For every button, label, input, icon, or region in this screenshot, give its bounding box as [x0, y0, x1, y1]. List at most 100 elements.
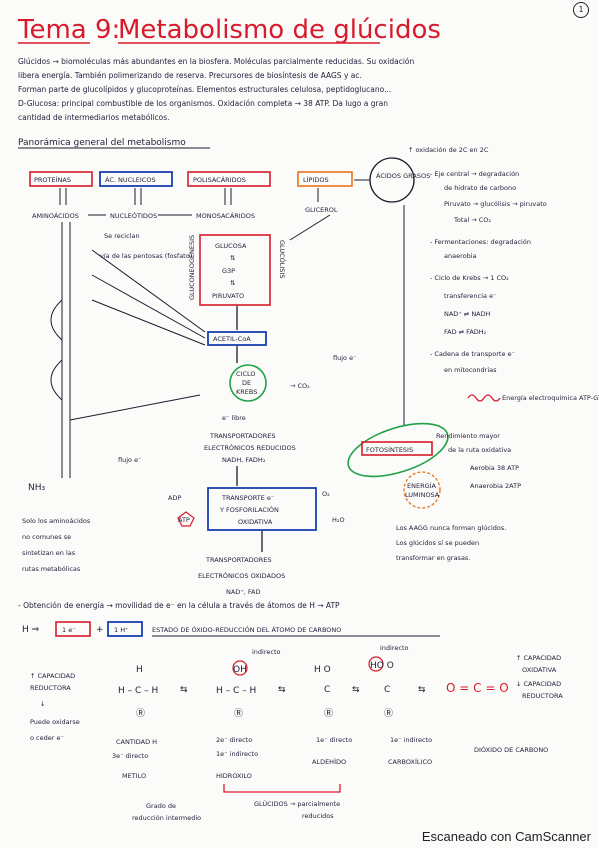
label-plus: + [96, 625, 104, 635]
energy-wave-icon [467, 394, 501, 402]
equilibrium-arrow-3: ⇆ [352, 685, 360, 695]
label-gluconeogenesis: GLUCONEOGÉNESIS [187, 235, 196, 300]
name-carboxilico: CARBOXÍLICO [388, 757, 432, 766]
label-atp: ATP [178, 516, 190, 524]
label-cadena-3: OXIDATIVA [238, 518, 273, 526]
atp-star-icon [177, 511, 195, 527]
right-note-17: Aerobia 38 ATP [470, 464, 519, 472]
bottom-h-label: H ⇒ [22, 625, 40, 635]
page-number: 1 [573, 2, 589, 18]
right-bottom-note-3: ↓ CAPACIDAD [516, 680, 561, 688]
left-note-2: REDUCTORA [30, 684, 71, 692]
aags-note-3: transformar en grasas. [396, 554, 470, 562]
name-hidroxilo: HIDROXILO [216, 772, 252, 780]
name-metilo: METILO [122, 772, 146, 780]
svg-text:H O: H O [314, 665, 331, 675]
panorama-heading: Panorámica general del metabolismo [18, 138, 186, 148]
grado-1: Grado de [146, 802, 176, 810]
label-adp: ADP [168, 494, 181, 502]
right-note-6: - Fermentaciones: degradación [430, 238, 531, 246]
svg-text:Ⓡ: Ⓡ [136, 708, 145, 719]
label-krebs-2: DE [242, 379, 251, 387]
label-flujo-e-1: flujo e⁻ [333, 354, 357, 362]
title-prefix: Tema 9: [17, 15, 120, 45]
aa-note-3: sintetizan en las [22, 549, 76, 557]
label-o2: O₂ [322, 490, 330, 498]
intro-line-1: Glúcidos → biomoléculas más abundantes e… [18, 57, 415, 66]
label-3e-directo: 3e⁻ directo [112, 752, 148, 760]
label-transp-1: TRANSPORTADORES [209, 432, 276, 440]
red-bracket [223, 784, 341, 793]
name-dioxido: DIÓXIDO DE CARBONO [474, 745, 548, 754]
label-via-pentosas: vía de las pentosas (fosfato) [100, 252, 192, 260]
box-1e [55, 621, 91, 637]
aa-note-1: Solo los aminoácidos [22, 517, 91, 525]
label-1h: 1 H⁺ [114, 626, 129, 634]
aa-note-4: rutas metabólicas [22, 565, 81, 573]
right-note-8: - Ciclo de Krebs → 1 CO₂ [430, 274, 509, 282]
intro-line-2: libera energía. También polimerizando de… [18, 71, 362, 80]
right-note-9: transferencia e⁻ [444, 292, 497, 300]
arrow-proteinas [59, 188, 67, 205]
equilibrium-arrow-1: ⇆ [180, 685, 188, 695]
right-note-16: de la ruta oxidativa [448, 446, 511, 454]
grado-2: reducción intermedio [132, 814, 201, 822]
label-arrow-1: ⇅ [230, 254, 236, 262]
label-monosacaridos: MONOSACÁRIDOS [196, 211, 255, 220]
label-e-libre: e⁻ libre [222, 414, 246, 422]
box-acidos-nucleicos [99, 171, 173, 187]
label-lipidos: LÍPIDOS [303, 175, 329, 184]
arrows-to-acetil [91, 249, 206, 346]
label-fotosintesis: FOTOSÍNTESIS [366, 445, 413, 454]
scanner-footer: Escaneado con CamScanner [421, 829, 591, 844]
bottom-line-1: - Obtención de energía → movilidad de e⁻… [18, 601, 340, 610]
label-acidos-nucleicos: ÁC. NUCLEICOS [105, 175, 156, 184]
label-oxid-1: TRANSPORTADORES [205, 556, 272, 564]
label-cadena-1: TRANSPORTE e⁻ [221, 494, 274, 502]
svg-text:C: C [384, 685, 390, 695]
intro-line-4: D-Glucosa: principal combustible de los … [18, 99, 388, 108]
label-glucolisis: GLUCÓLISIS [278, 240, 287, 278]
label-polisacaridos: POLISACÁRIDOS [193, 175, 246, 184]
label-1e-directo: 1e⁻ directo [316, 736, 352, 744]
right-note-2: - Eje central → degradación [430, 170, 519, 178]
label-cantidad-h: CANTIDAD H [116, 738, 157, 746]
right-bottom-note-4: REDUCTORA [522, 692, 563, 700]
label-1e-indirecto-2: 1e⁻ indirecto [390, 736, 432, 744]
sun-icon [403, 471, 441, 509]
arrow-polisacaridos [224, 188, 232, 205]
svg-text:Ⓡ: Ⓡ [234, 708, 243, 719]
label-luminosa: LUMINOSA [405, 491, 440, 499]
hydroxyl-structure: OH H – C – H Ⓡ [216, 660, 256, 719]
label-glucosa: GLUCOSA [215, 242, 247, 250]
right-bottom-note-2: OXIDATIVA [522, 666, 557, 674]
left-note-3: ↓ [40, 700, 45, 708]
label-nh3: NH₃ [28, 483, 46, 493]
label-indirecto-1: indirecto [252, 648, 281, 656]
label-piruvato: PIRUVATO [212, 292, 244, 300]
label-2e-directo: 2e⁻ directo [216, 736, 252, 744]
right-note-7: anaerobia [444, 252, 477, 260]
box-glucosa-pathway [199, 234, 271, 306]
right-note-10: NAD⁺ ⇌ NADH [444, 310, 491, 318]
label-krebs-3: KREBS [236, 388, 257, 396]
arrows-left-curves [50, 299, 201, 421]
label-1e: 1 e⁻ [62, 626, 76, 634]
carboxyl-structure: HO O C Ⓡ [368, 656, 394, 719]
methyl-structure: H H – C – H Ⓡ [118, 665, 158, 719]
right-note-5: Total → CO₂ [453, 216, 491, 224]
right-note-4: Piruvato → glucólisis → piruvato [444, 200, 547, 208]
right-bottom-note-1: ↑ CAPACIDAD [516, 654, 561, 662]
label-arrow-2: ⇅ [230, 279, 236, 287]
svg-text:H: H [136, 665, 143, 675]
label-aminoacidos: AMINOÁCIDOS [32, 211, 79, 220]
label-krebs-1: CICLO [236, 370, 256, 378]
arrow-glicerol [289, 214, 331, 241]
label-cadena-2: Y FOSFORILACIÓN [219, 505, 279, 514]
equilibrium-arrow-4: ⇆ [418, 685, 426, 695]
label-oxid-2: ELECTRÓNICOS OXIDADOS [198, 571, 285, 580]
label-se-reciclan: Se reciclan [104, 232, 140, 240]
label-proteinas: PROTEÍNAS [34, 175, 71, 184]
